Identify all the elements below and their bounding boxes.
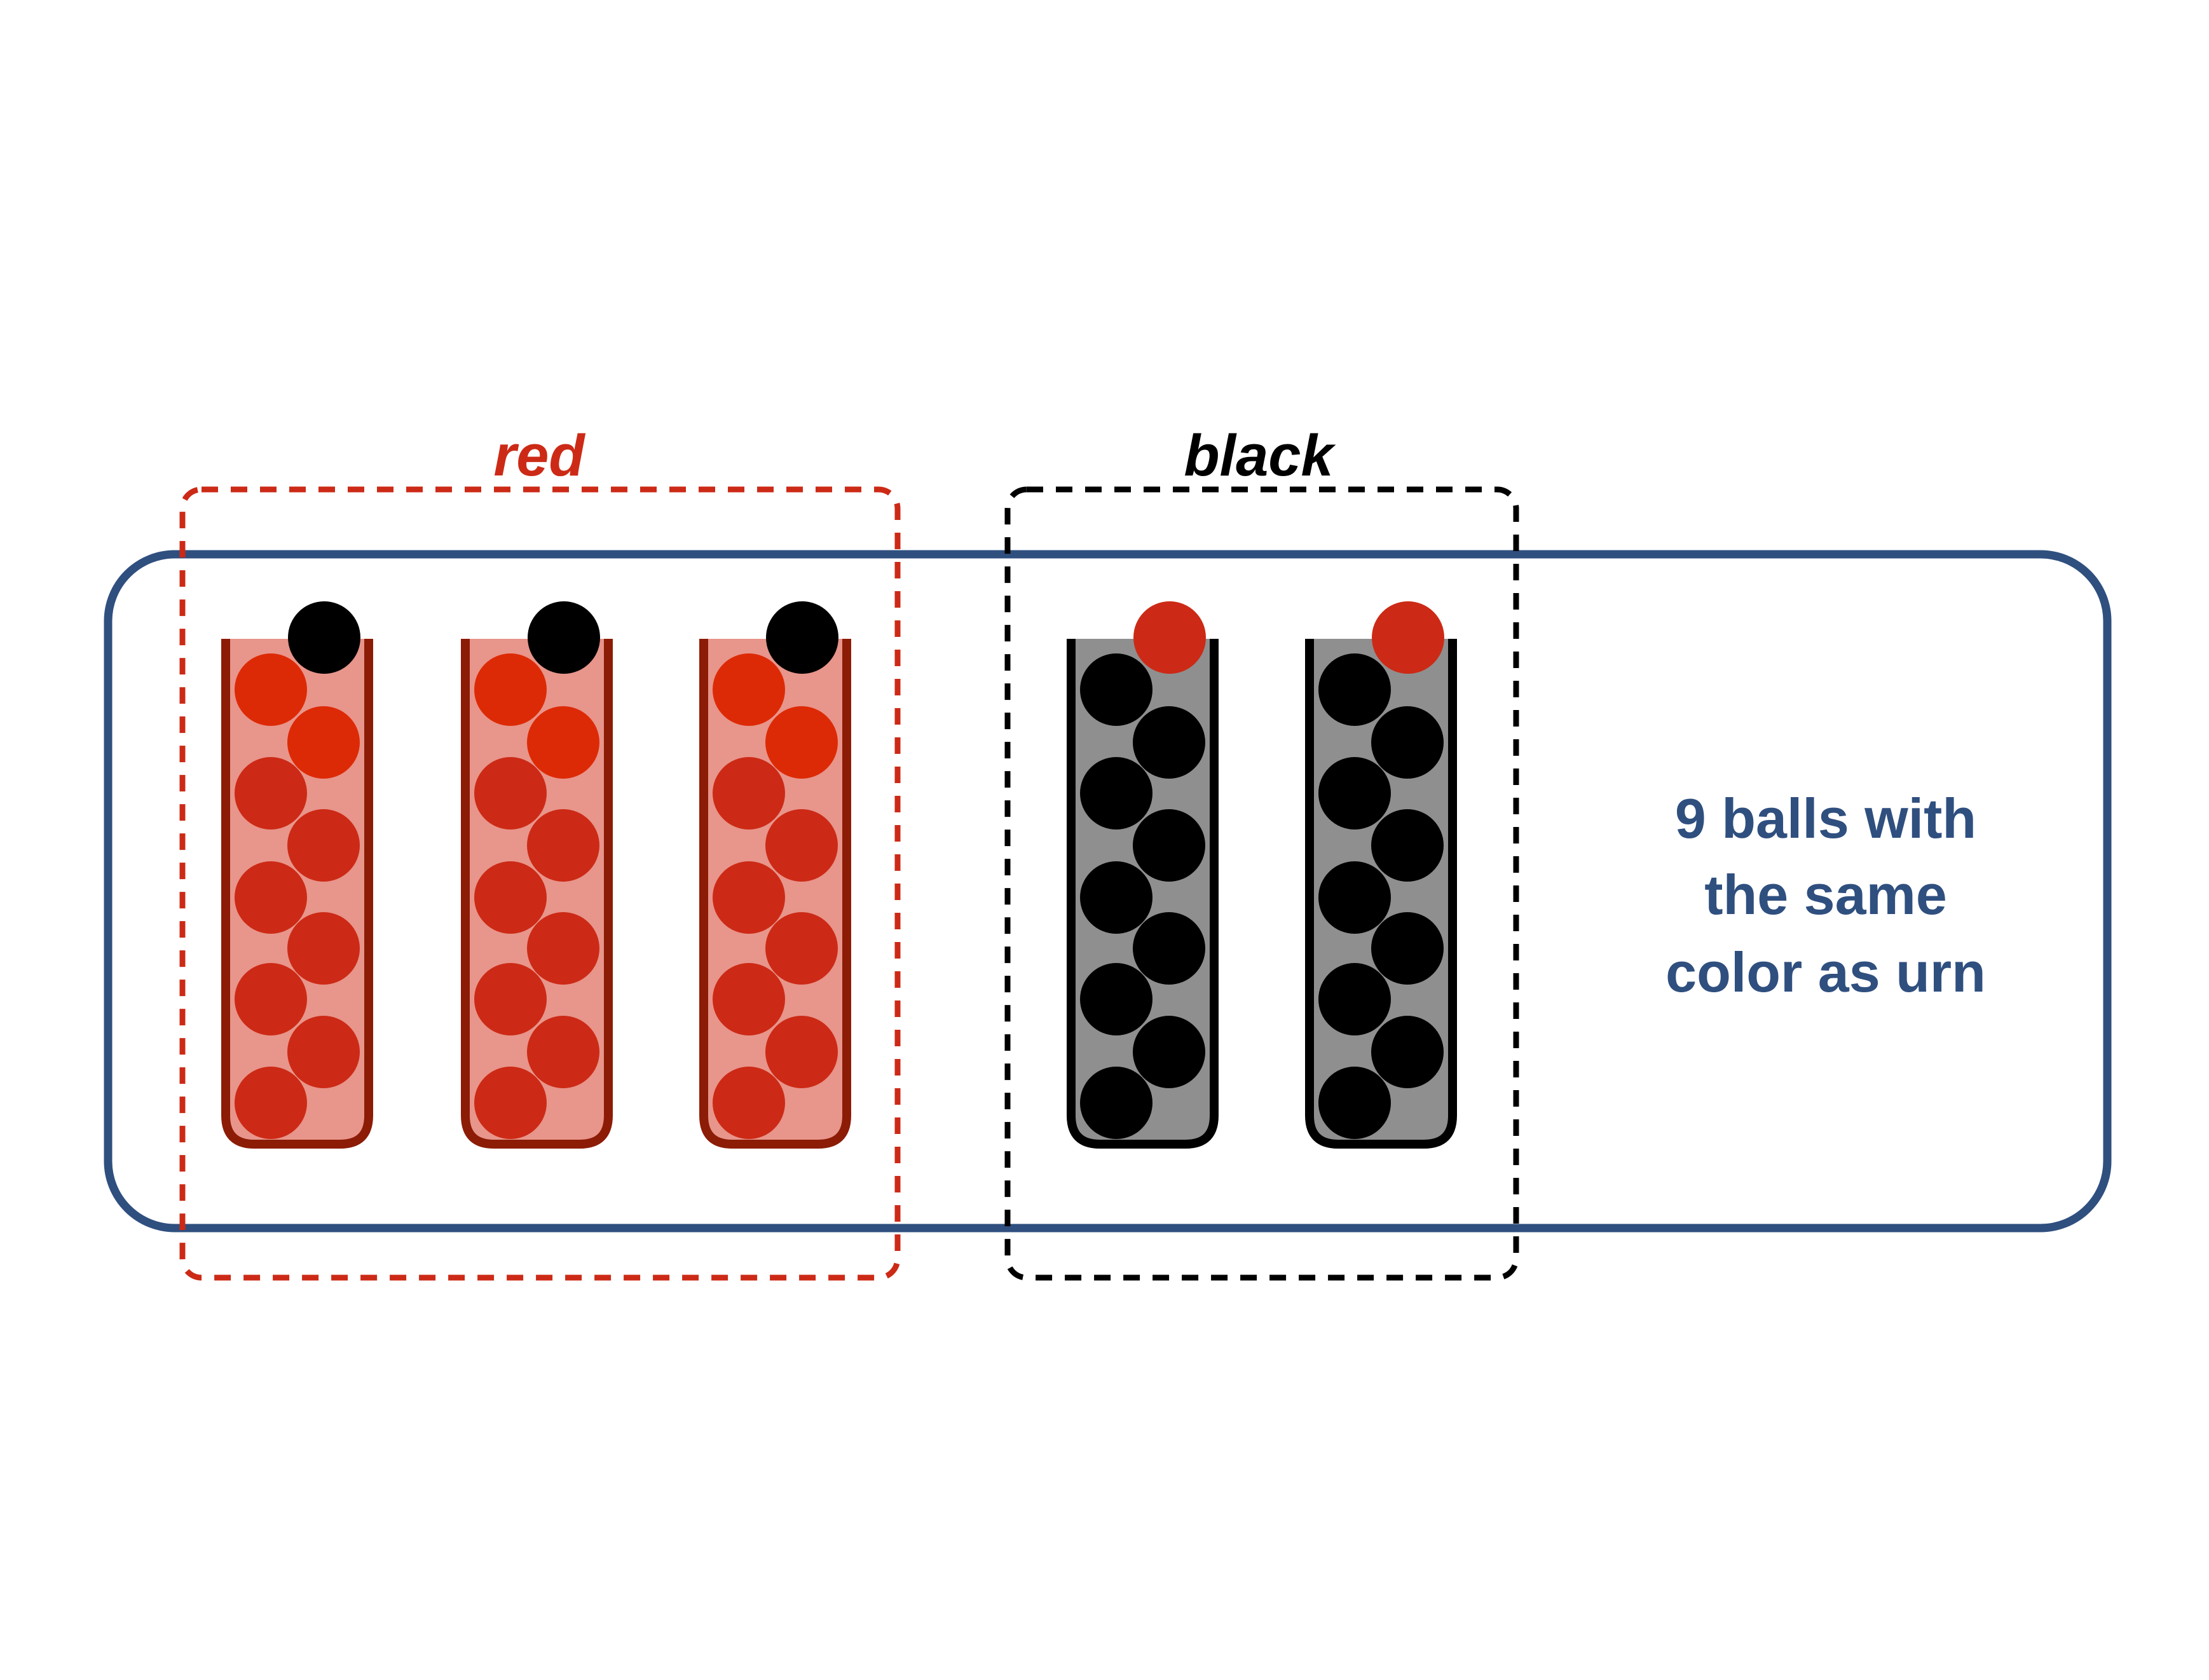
black-ball	[1318, 861, 1391, 934]
caption-line-3: color as urn	[1665, 941, 1986, 1004]
red-ball	[527, 1016, 599, 1088]
red-ball	[765, 809, 838, 882]
caption-line-2: the same	[1704, 863, 1947, 926]
black-ball	[1080, 1067, 1152, 1139]
black-ball	[1318, 1067, 1391, 1139]
urn-3-red	[699, 601, 851, 1149]
red-ball	[287, 912, 360, 985]
red-ball	[527, 912, 599, 985]
black-group-box	[1004, 486, 1519, 1281]
top-ball-red	[1133, 601, 1206, 674]
red-ball	[713, 757, 785, 830]
black-ball	[1133, 706, 1205, 779]
black-ball	[1371, 912, 1444, 985]
red-ball	[235, 963, 307, 1035]
red-ball	[474, 1067, 547, 1139]
red-ball	[474, 861, 547, 934]
urn-outline	[699, 639, 851, 1149]
red-ball	[765, 706, 838, 779]
caption-line-1: 9 balls with	[1675, 787, 1976, 850]
red-ball	[235, 757, 307, 830]
red-ball	[713, 653, 785, 726]
red-ball	[713, 963, 785, 1035]
red-ball	[527, 706, 599, 779]
red-ball	[235, 653, 307, 726]
black-group-label: black	[1184, 423, 1336, 488]
urn-outline	[1067, 639, 1219, 1149]
black-ball	[1371, 1016, 1444, 1088]
black-ball	[1080, 653, 1152, 726]
black-ball	[1133, 809, 1205, 882]
black-ball	[1318, 653, 1391, 726]
red-ball	[287, 1016, 360, 1088]
urn-outline	[1305, 639, 1457, 1149]
red-ball	[474, 653, 547, 726]
black-ball	[1133, 912, 1205, 985]
black-ball	[1080, 757, 1152, 830]
urn-row	[221, 601, 1457, 1149]
black-ball	[1371, 809, 1444, 882]
outer-frame	[104, 550, 2112, 1233]
black-ball	[1318, 963, 1391, 1035]
urn-outline	[461, 639, 613, 1149]
red-ball	[474, 757, 547, 830]
top-ball-black	[528, 601, 600, 674]
black-ball	[1318, 757, 1391, 830]
red-ball	[474, 963, 547, 1035]
black-ball	[1080, 861, 1152, 934]
red-ball	[235, 1067, 307, 1139]
red-ball	[713, 861, 785, 934]
top-ball-red	[1372, 601, 1444, 674]
red-ball	[765, 1016, 838, 1088]
urn-4-black	[1067, 601, 1219, 1149]
black-ball	[1133, 1016, 1205, 1088]
red-ball	[287, 809, 360, 882]
black-ball	[1080, 963, 1152, 1035]
red-ball	[713, 1067, 785, 1139]
red-group-box	[179, 486, 901, 1281]
top-ball-black	[766, 601, 838, 674]
black-ball	[1371, 706, 1444, 779]
urn-1-red	[221, 601, 373, 1149]
urn-5-black	[1305, 601, 1457, 1149]
red-ball	[287, 706, 360, 779]
top-ball-black	[288, 601, 360, 674]
red-ball	[527, 809, 599, 882]
urn-outline	[221, 639, 373, 1149]
red-ball	[765, 912, 838, 985]
red-ball	[235, 861, 307, 934]
red-group-label: red	[493, 423, 585, 488]
urn-2-red	[461, 601, 613, 1149]
